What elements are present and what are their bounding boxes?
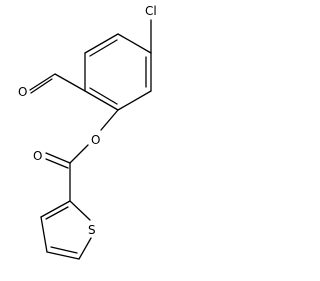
chemical-structure-diagram: Cl O O O S: [18, 4, 157, 260]
aldehyde-oxygen-label: O: [18, 85, 27, 99]
bond-cho-o: [29, 73, 56, 91]
bond-ring-inner-c1-c2: [89, 39, 118, 57]
bond-th-s-c2: [69, 200, 91, 221]
bond-ring-inner-c3-c4: [89, 87, 118, 105]
bond-th-c5-s: [78, 237, 92, 260]
bond-ring-c3-c4: [84, 90, 119, 111]
bond-carbonyl-c-o-double: [45, 158, 69, 169]
bond-th-c3-c4: [40, 216, 48, 253]
bond-ring-c6-c1: [117, 33, 152, 54]
bond-o-carbonyl-c: [69, 144, 89, 164]
benzene-ring: [84, 33, 152, 111]
carbonyl-oxygen-label: O: [33, 149, 42, 163]
bond-ring-c4-c5: [117, 90, 152, 111]
bond-carbonyl-c-o: [45, 152, 71, 164]
bond-th-inner-c2-c3: [45, 206, 69, 220]
bond-ring-c1-c2: [84, 33, 119, 54]
bond-ring-o-ester: [100, 109, 119, 131]
bond-th-c4-c5: [46, 251, 80, 260]
bond-th-c2-c3: [40, 200, 71, 218]
thiophene-ring: [40, 200, 92, 260]
ester-oxygen-label: O: [91, 133, 100, 147]
bond-cho-o-double: [30, 78, 53, 94]
thiophene-sulfur-label: S: [88, 223, 96, 237]
bond-th-inner-c4-c5: [50, 246, 78, 254]
bond-ring-cho: [54, 73, 86, 92]
chlorine-atom-label: Cl: [145, 4, 157, 18]
